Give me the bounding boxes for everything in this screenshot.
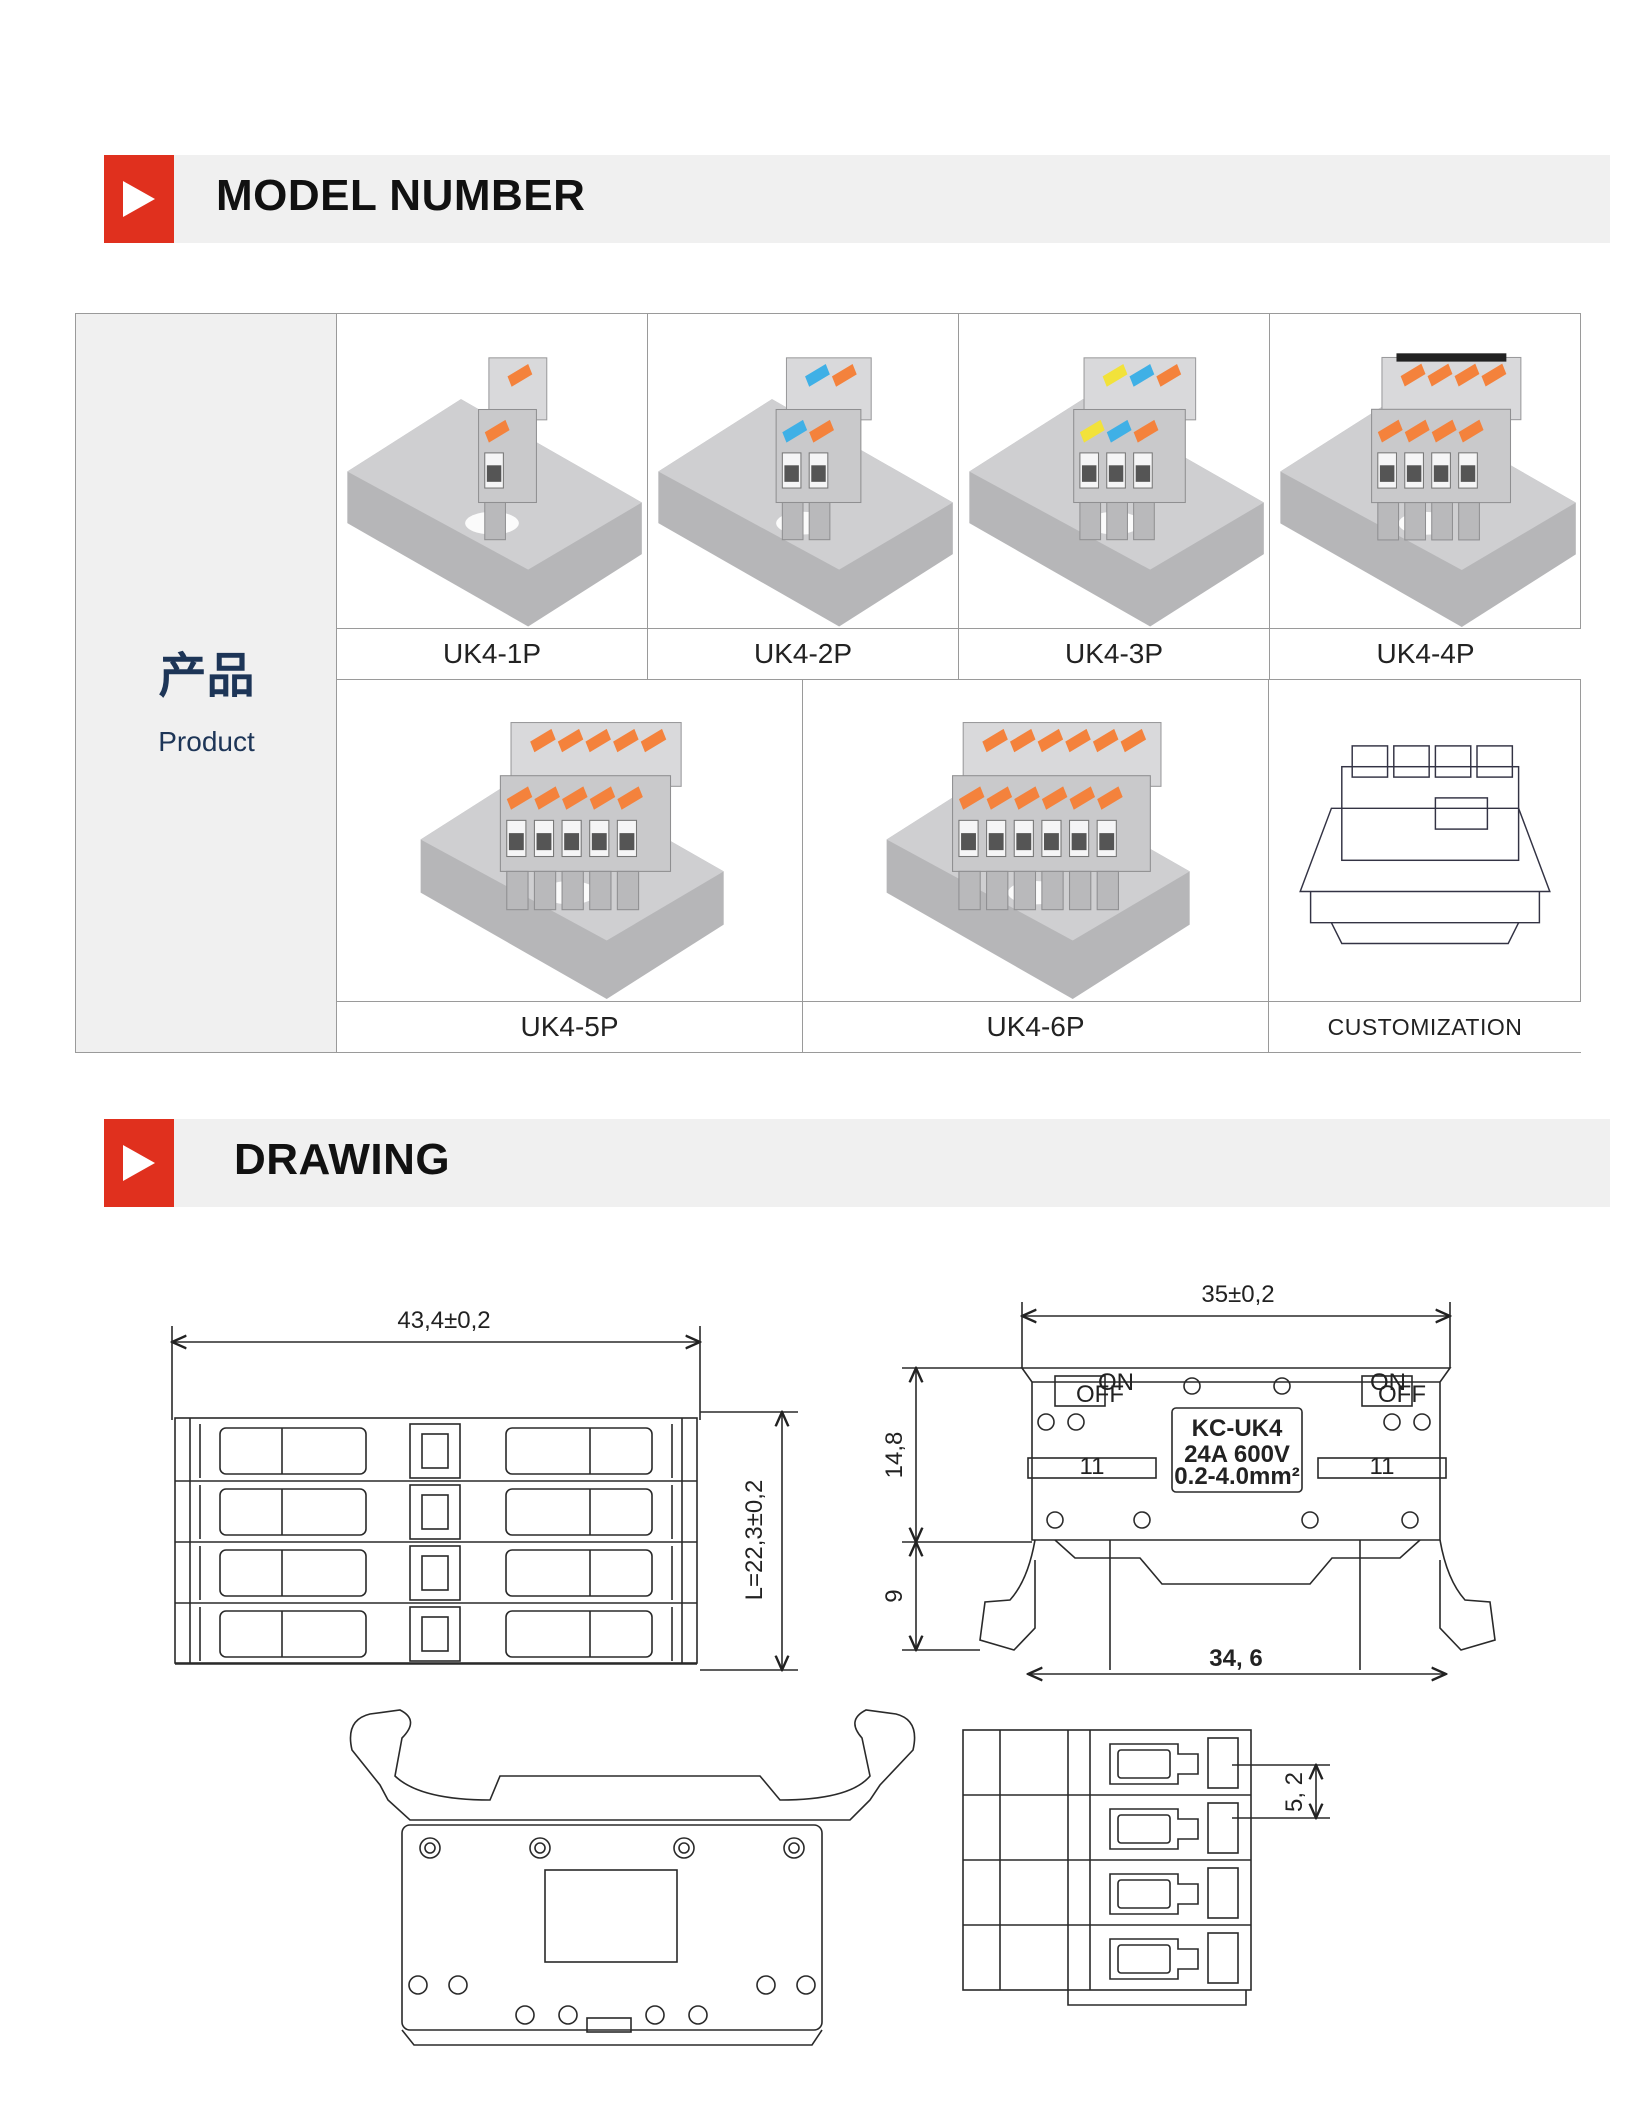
strip-length-label: 11 [1370, 1453, 1395, 1480]
play-arrow-icon [104, 155, 174, 243]
product-table: 产品 Product UK4-1P UK4-2P UK4-3P UK4-4P U… [75, 313, 1581, 1053]
wire-range-text: 0.2-4.0mm² [1174, 1463, 1299, 1490]
front-view-drawing [902, 1302, 1496, 1674]
off-label: OFF [1378, 1381, 1426, 1408]
product-cell: UK4-5P [337, 680, 803, 1052]
rail-height-dimension: 9 [881, 1589, 908, 1602]
front-width-dimension: 35±0,2 [1201, 1281, 1274, 1308]
product-image [648, 314, 958, 629]
mount-holes [408, 1837, 816, 2025]
product-side-label: 产品 Product [76, 314, 337, 1052]
drawing-header: DRAWING [104, 1119, 1610, 1207]
top-length-dimension: L=22,3±0,2 [741, 1480, 768, 1601]
play-arrow-icon [104, 1119, 174, 1207]
front-height-dimension: 14,8 [881, 1432, 908, 1479]
section-title: DRAWING [234, 1135, 451, 1184]
on-label: ON [1370, 1369, 1406, 1396]
product-image [337, 680, 802, 999]
bottom-view-drawing [349, 1709, 916, 2046]
side-view-drawing [962, 1729, 1330, 2006]
product-model-label: UK4-2P [648, 628, 958, 679]
product-model-label: UK4-4P [1270, 628, 1581, 679]
product-cell: UK4-1P [337, 314, 648, 680]
product-label-en: Product [158, 726, 255, 757]
base-width-dimension: 34, 6 [1209, 1645, 1262, 1672]
section-title: MODEL NUMBER [216, 171, 586, 220]
customization-line-drawing [1269, 680, 1581, 999]
product-cell: UK4-3P [959, 314, 1270, 680]
product-model-label: UK4-3P [959, 628, 1269, 679]
product-image [803, 680, 1268, 999]
product-image [959, 314, 1269, 629]
strip-length-label: 11 [1080, 1453, 1105, 1480]
pitch-dimension: 5, 2 [1281, 1772, 1308, 1812]
product-image [1270, 314, 1581, 629]
rating-text: 24A 600V [1184, 1441, 1290, 1468]
top-width-dimension: 43,4±0,2 [397, 1307, 490, 1334]
product-cell: UK4-2P [648, 314, 959, 680]
product-label-cn: 产品 [158, 648, 255, 704]
logo-text: KC-UK4 [1192, 1415, 1283, 1442]
product-model-label: UK4-5P [337, 1001, 802, 1052]
product-image [337, 314, 647, 629]
top-view-drawing [172, 1326, 798, 1670]
product-cell: CUSTOMIZATION [1269, 680, 1581, 1052]
product-cell: UK4-4P [1270, 314, 1581, 680]
product-model-label: UK4-6P [803, 1001, 1268, 1052]
on-label: ON [1098, 1369, 1134, 1396]
model-number-header: MODEL NUMBER [104, 155, 1610, 243]
technical-drawings: 43,4±0,2 L=22,3±0,2 35±0,2 14,8 9 34, 6 … [0, 1281, 1496, 2046]
off-label: OFF [1076, 1381, 1124, 1408]
product-cell: UK4-6P [803, 680, 1269, 1052]
product-model-label: CUSTOMIZATION [1269, 1001, 1581, 1052]
product-model-label: UK4-1P [337, 628, 647, 679]
